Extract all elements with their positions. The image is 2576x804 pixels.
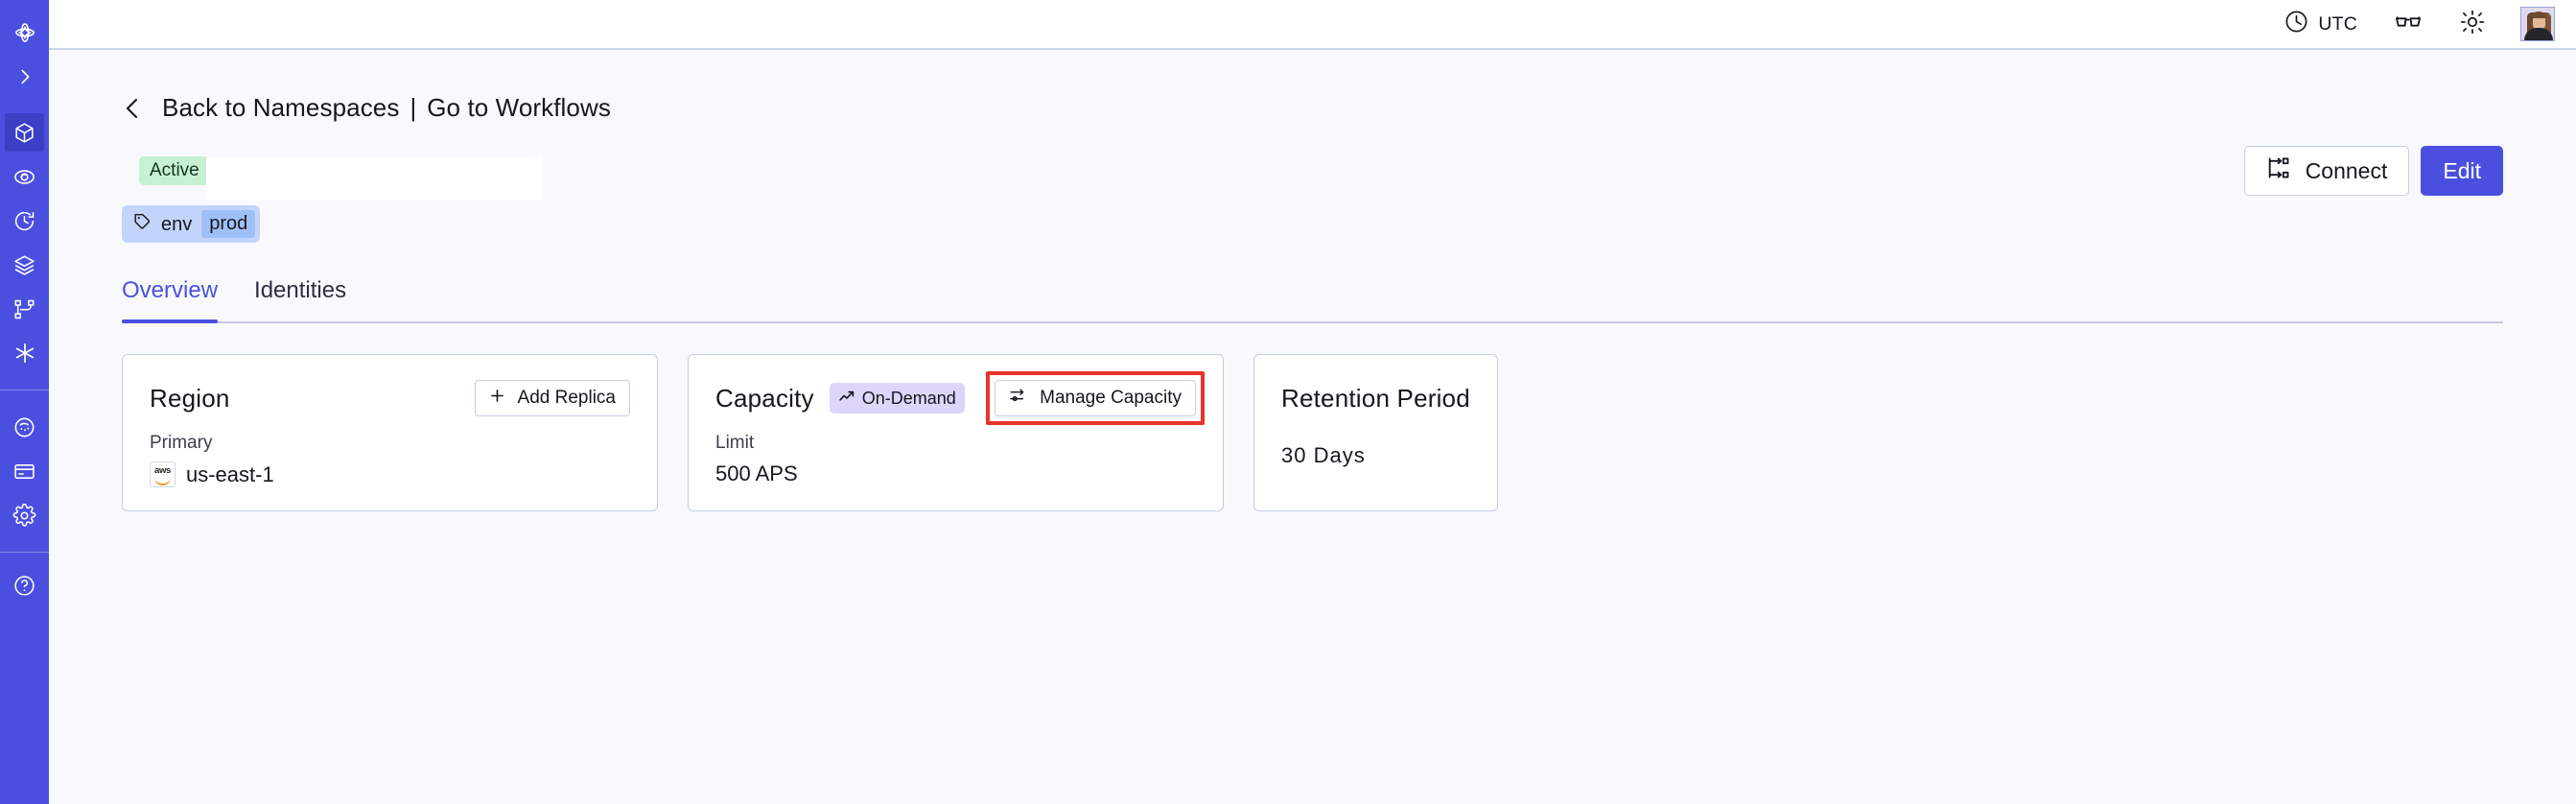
region-sub-label: Primary xyxy=(150,433,213,453)
tag-row: env prod xyxy=(122,205,2503,243)
trending-up-icon xyxy=(838,388,855,408)
sidebar-item-settings[interactable] xyxy=(0,496,49,534)
tag-key: env xyxy=(161,213,193,235)
breadcrumb: Back to Namespaces | Go to Workflows xyxy=(122,50,2503,123)
connect-label: Connect xyxy=(2305,157,2388,183)
sidebar-item-layers[interactable] xyxy=(0,246,49,284)
sun-icon xyxy=(2459,9,2486,40)
chevron-left-icon[interactable] xyxy=(122,96,143,121)
tag-icon xyxy=(133,212,152,236)
manage-capacity-button[interactable]: Manage Capacity xyxy=(995,380,1196,416)
sliders-icon xyxy=(1009,387,1027,411)
logo-icon[interactable] xyxy=(0,13,49,52)
sidebar-item-workflows[interactable] xyxy=(0,290,49,328)
connect-button[interactable]: Connect xyxy=(2243,146,2410,196)
page-content: Back to Namespaces | Go to Workflows Act… xyxy=(49,50,2576,804)
breadcrumb-workflows-link[interactable]: Go to Workflows xyxy=(427,93,611,122)
manage-capacity-highlight: Manage Capacity xyxy=(986,371,1205,425)
manage-capacity-label: Manage Capacity xyxy=(1040,388,1182,408)
overview-cards: Region Add Replica Primary xyxy=(122,354,2503,511)
region-value: us-east-1 xyxy=(186,461,274,486)
namespace-header-row: Active Connect Edit xyxy=(122,146,2503,201)
capacity-sub-label: Limit xyxy=(715,433,755,453)
tab-overview[interactable]: Overview xyxy=(122,277,219,323)
top-header-bar: UTC xyxy=(49,0,2576,50)
left-sidebar xyxy=(0,0,49,804)
sidebar-item-integrations[interactable] xyxy=(0,334,49,372)
tab-bar: Overview Identities xyxy=(122,277,2503,323)
sidebar-item-billing[interactable] xyxy=(0,452,49,490)
region-card: Region Add Replica Primary xyxy=(122,354,658,511)
reading-mode-button[interactable] xyxy=(2394,8,2423,41)
edit-button[interactable]: Edit xyxy=(2421,146,2503,196)
on-demand-label: On-Demand xyxy=(861,388,956,408)
breadcrumb-back-link[interactable]: Back to Namespaces xyxy=(162,93,400,122)
add-replica-button[interactable]: Add Replica xyxy=(474,380,630,416)
retention-value: 30 Days xyxy=(1281,443,1366,467)
namespace-tag-chip[interactable]: env prod xyxy=(122,205,261,243)
capacity-card: Capacity On-Demand xyxy=(688,354,1224,511)
region-card-header: Region Add Replica xyxy=(150,380,630,416)
header-actions: Connect Edit xyxy=(2243,146,2503,196)
capacity-value: 500 APS xyxy=(715,461,798,485)
plus-icon xyxy=(489,388,505,410)
sidebar-divider-bottom xyxy=(0,552,49,553)
timezone-label: UTC xyxy=(2318,12,2357,35)
capacity-card-title: Capacity xyxy=(715,383,814,413)
add-replica-label: Add Replica xyxy=(517,388,616,408)
tab-identities[interactable]: Identities xyxy=(254,277,347,303)
redaction-overlay xyxy=(206,157,542,201)
aws-logo-icon: aws xyxy=(150,461,176,487)
main-area: UTC xyxy=(49,0,2576,804)
theme-toggle-button[interactable] xyxy=(2459,9,2486,40)
glasses-icon xyxy=(2394,8,2423,41)
sidebar-item-namespaces[interactable] xyxy=(0,113,49,152)
connect-icon xyxy=(2266,155,2291,186)
tag-value: prod xyxy=(201,210,256,238)
expand-icon[interactable] xyxy=(0,58,49,96)
sidebar-item-usage[interactable] xyxy=(0,408,49,446)
retention-card-header: Retention Period xyxy=(1281,380,1470,416)
retention-card: Retention Period 30 Days xyxy=(1253,354,1498,511)
clock-icon xyxy=(2283,9,2309,39)
aws-logo-text: aws xyxy=(153,465,172,477)
sidebar-item-observability[interactable] xyxy=(0,157,49,196)
retention-card-title: Retention Period xyxy=(1281,383,1470,413)
on-demand-badge: On-Demand xyxy=(829,383,965,414)
sidebar-item-help[interactable] xyxy=(0,566,49,604)
avatar[interactable] xyxy=(2520,7,2555,41)
timezone-selector[interactable]: UTC xyxy=(2283,9,2357,39)
capacity-card-header: Capacity On-Demand xyxy=(715,371,1205,425)
region-value-row: aws us-east-1 xyxy=(150,461,630,487)
sidebar-item-history[interactable] xyxy=(0,201,49,240)
status-badge: Active xyxy=(139,156,210,185)
breadcrumb-separator: | xyxy=(410,93,417,122)
region-card-title: Region xyxy=(150,383,230,413)
